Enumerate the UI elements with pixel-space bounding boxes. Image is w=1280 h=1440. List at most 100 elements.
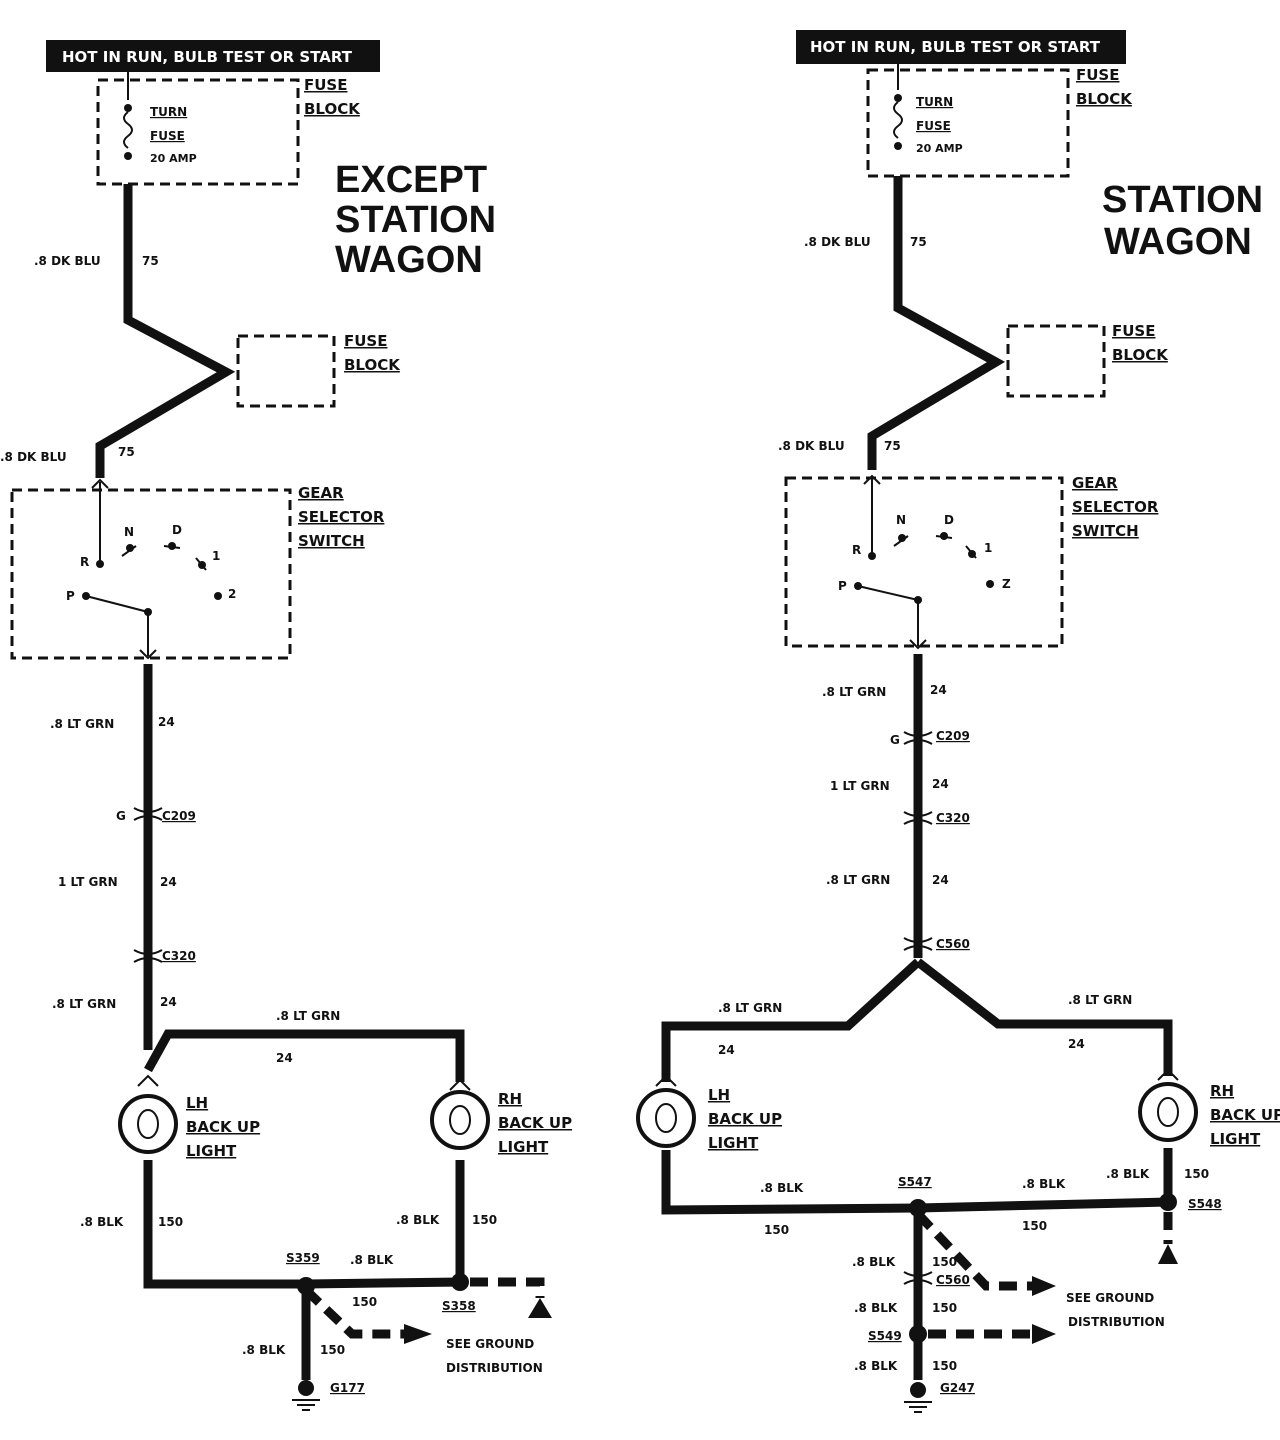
- left-lh-2: BACK UP: [186, 1118, 260, 1136]
- right-switch-label-1: GEAR: [1072, 474, 1118, 492]
- left-s358: S358: [442, 1299, 476, 1313]
- left-fuse-rating: 20 AMP: [150, 152, 197, 165]
- left-pos-2: 2: [228, 587, 236, 601]
- left-wire2-label: .8 DK BLU: [0, 450, 67, 464]
- right-pos-1: 1: [984, 541, 992, 555]
- left-blk2-num: 150: [472, 1213, 497, 1227]
- right-fuse-name-1: TURN: [916, 95, 953, 109]
- left-fuse-name-2: FUSE: [150, 129, 185, 143]
- right-c560-bot: C560: [936, 1273, 970, 1287]
- left-ltgrn-top-label: .8 LT GRN: [276, 1009, 340, 1023]
- right-ltgrn-r-label: .8 LT GRN: [1068, 993, 1132, 1007]
- right-ltgrn-r-num: 24: [1068, 1037, 1085, 1051]
- left-conn-g: G: [116, 809, 126, 823]
- right-fuse-block2-label-1: FUSE: [1112, 322, 1155, 340]
- left-pos-n: N: [124, 525, 134, 539]
- left-pos-d: D: [172, 523, 182, 537]
- right-s548: S548: [1188, 1197, 1222, 1211]
- right-rh-light-bulb: [1138, 1082, 1198, 1142]
- right-blk-r-label: .8 BLK: [1022, 1177, 1066, 1191]
- right-wire-ltgrn-branch-r: [915, 958, 1173, 1076]
- right-ltgrn2-label: 1 LT GRN: [830, 779, 890, 793]
- right-title-1: STATION: [1102, 179, 1263, 221]
- left-see-ground-1: SEE GROUND: [446, 1337, 534, 1351]
- right-g247: G247: [940, 1381, 975, 1395]
- right-switch-label-3: SWITCH: [1072, 522, 1139, 540]
- right-see-ground-2: DISTRIBUTION: [1068, 1315, 1165, 1329]
- right-c560-top: C560: [936, 937, 970, 951]
- left-ground-icon: [292, 1399, 320, 1411]
- left-ltgrn2-num: 24: [160, 875, 177, 889]
- right-blk-l-label: .8 BLK: [760, 1181, 804, 1195]
- right-see-ground-1: SEE GROUND: [1066, 1291, 1154, 1305]
- right-title-2: WAGON: [1104, 221, 1252, 263]
- right-splice-s548: [1159, 1193, 1177, 1211]
- left-blk3-num: 150: [352, 1295, 377, 1309]
- right-lh-2: BACK UP: [708, 1110, 782, 1128]
- left-blk1-label: .8 BLK: [80, 1215, 124, 1229]
- left-blk4-num: 150: [320, 1343, 345, 1357]
- right-wire1-num: 75: [910, 235, 927, 249]
- right-blk-rh-label: .8 BLK: [1106, 1167, 1150, 1181]
- right-pos-n: N: [896, 513, 906, 527]
- left-fuse-block2-label-2: BLOCK: [344, 356, 401, 374]
- left-see-ground-2: DISTRIBUTION: [446, 1361, 543, 1375]
- right-rh-1: RH: [1210, 1082, 1234, 1100]
- right-wire1-label: .8 DK BLU: [804, 235, 871, 249]
- right-lh-light-bulb: [636, 1088, 696, 1148]
- left-lh-1: LH: [186, 1094, 208, 1112]
- left-splice-s358: [451, 1273, 469, 1291]
- right-conn-g: G: [890, 733, 900, 747]
- right-ltgrn3-label: .8 LT GRN: [826, 873, 890, 887]
- left-ltgrn3-num: 24: [160, 995, 177, 1009]
- left-fuse-block-label-2: BLOCK: [304, 100, 361, 118]
- left-title-3: WAGON: [335, 239, 483, 281]
- right-fuse-symbol: [893, 101, 903, 139]
- left-g177: G177: [330, 1381, 365, 1395]
- right-splice-s549: [909, 1325, 927, 1343]
- right-gear-switch-box: [784, 476, 1064, 648]
- right-rh-2: BACK UP: [1210, 1106, 1280, 1124]
- right-lh-3: LIGHT: [708, 1134, 759, 1152]
- left-header-bar: [46, 40, 380, 72]
- right-ltgrn-l-label: .8 LT GRN: [718, 1001, 782, 1015]
- right-c209: C209: [936, 729, 970, 743]
- left-blk4-label: .8 BLK: [242, 1343, 286, 1357]
- left-c209: C209: [162, 809, 196, 823]
- right-blk-c-num: 150: [932, 1359, 957, 1373]
- right-header-bar: [796, 30, 1126, 64]
- left-lh-3: LIGHT: [186, 1142, 237, 1160]
- right-fuse-block-label-2: BLOCK: [1076, 90, 1133, 108]
- left-wire-ltgrn-branch: [144, 1029, 465, 1082]
- left-pos-1: 1: [212, 549, 220, 563]
- right-wire-dkblu: [867, 176, 1006, 470]
- right-ltgrn-l-num: 24: [718, 1043, 735, 1057]
- left-switch-label-3: SWITCH: [298, 532, 365, 550]
- left-rh-3: LIGHT: [498, 1138, 549, 1156]
- right-rh-3: LIGHT: [1210, 1130, 1261, 1148]
- right-s547: S547: [898, 1175, 932, 1189]
- left-ltgrn1-label: .8 LT GRN: [50, 717, 114, 731]
- right-ground-icon: [904, 1401, 932, 1413]
- right-fuse-block2-label-2: BLOCK: [1112, 346, 1169, 364]
- left-fuse-name-1: TURN: [150, 105, 187, 119]
- right-ltgrn2-num: 24: [932, 777, 949, 791]
- left-blk2-label: .8 BLK: [396, 1213, 440, 1227]
- left-s359: S359: [286, 1251, 320, 1265]
- right-pos-d: D: [944, 513, 954, 527]
- left-rh-2: BACK UP: [498, 1114, 572, 1132]
- right-s549: S549: [868, 1329, 902, 1343]
- left-lh-light-bulb: [118, 1094, 178, 1154]
- left-blk1-num: 150: [158, 1215, 183, 1229]
- right-fuse-block-box: [866, 68, 1070, 178]
- left-wire2-num: 75: [118, 445, 135, 459]
- right-pos-r: R: [852, 543, 861, 557]
- right-blk-b-num: 150: [932, 1301, 957, 1315]
- left-gear-switch-box: [10, 488, 292, 660]
- left-switch-label-2: SELECTOR: [298, 508, 385, 526]
- right-blk-a-num: 150: [932, 1255, 957, 1269]
- left-rh-light-bulb: [430, 1090, 490, 1150]
- right-blk-b-label: .8 BLK: [854, 1301, 898, 1315]
- left-wire1-num: 75: [142, 254, 159, 268]
